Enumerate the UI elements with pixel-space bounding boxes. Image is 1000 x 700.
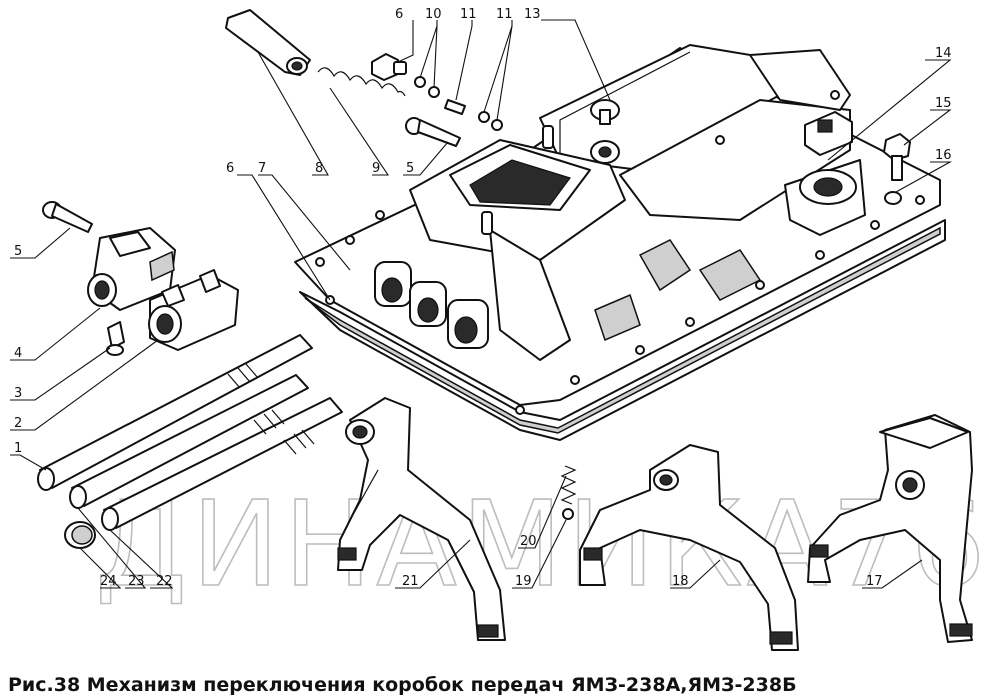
callout-23: 23	[128, 574, 145, 589]
callout-13: 13	[524, 7, 541, 22]
leader-lines	[10, 19, 953, 589]
callout-15: 15	[935, 96, 952, 111]
callout-16: 16	[935, 148, 952, 163]
left-parts	[37, 201, 343, 549]
callout-5-upper: 5	[406, 161, 414, 176]
callout-24: 24	[100, 574, 117, 589]
callout-10: 6	[395, 7, 403, 22]
callout-17: 17	[866, 574, 883, 589]
callout-3: 3	[14, 386, 22, 401]
callout-20: 20	[520, 534, 537, 549]
watermark: ДИНАМИКА76	[95, 475, 990, 613]
callout-14: 14	[935, 46, 952, 61]
callout-6: 6	[226, 161, 234, 176]
shift-forks	[337, 397, 973, 651]
callout-21: 21	[402, 574, 419, 589]
callout-1: 1	[14, 441, 22, 456]
top-parts	[225, 9, 503, 147]
callout-11-second: 11	[496, 7, 513, 22]
callout-8: 8	[315, 161, 323, 176]
figure-caption: Рис.38 Механизм переключения коробок пер…	[8, 674, 797, 696]
callout-4: 4	[14, 346, 22, 361]
callout-7: 7	[258, 161, 266, 176]
callout-2: 2	[14, 416, 22, 431]
callout-19: 19	[515, 574, 532, 589]
callout-11: 10	[425, 7, 442, 22]
callout-9: 9	[372, 161, 380, 176]
callout-12: 11	[460, 7, 477, 22]
shift-housing	[294, 44, 946, 441]
callout-5-left: 5	[14, 244, 22, 259]
callout-18: 18	[672, 574, 689, 589]
callout-22: 22	[156, 574, 173, 589]
callout-labels: 6 10 11 11 13 14 15 16 6 7 8 9 5 5 4 3 2…	[14, 7, 952, 589]
